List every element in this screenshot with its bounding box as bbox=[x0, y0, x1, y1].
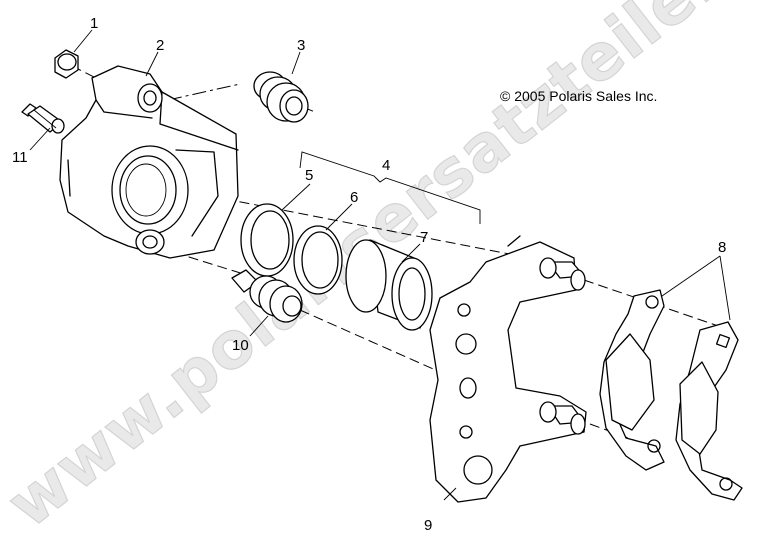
part-10-slide-pin bbox=[231, 269, 303, 323]
callout-7: 7 bbox=[420, 229, 428, 246]
callout-labels: 1 2 3 4 5 6 7 8 9 10 11 bbox=[12, 15, 726, 534]
part-8-brake-pads bbox=[599, 289, 743, 501]
part-11-bleeder-screw bbox=[21, 103, 65, 134]
leader-lines bbox=[29, 29, 731, 501]
callout-9: 9 bbox=[424, 517, 432, 534]
callout-10: 10 bbox=[232, 337, 249, 354]
callout-3: 3 bbox=[297, 37, 305, 54]
callout-4: 4 bbox=[382, 157, 390, 174]
callout-8: 8 bbox=[718, 239, 726, 256]
callout-11: 11 bbox=[12, 149, 28, 166]
part-6-dust-seal bbox=[293, 225, 343, 295]
callout-6: 6 bbox=[350, 189, 358, 206]
part-1-cap bbox=[54, 49, 79, 79]
part-7-piston bbox=[345, 239, 433, 331]
copyright-text: © 2005 Polaris Sales Inc. bbox=[500, 88, 657, 104]
callout-1: 1 bbox=[90, 15, 98, 32]
callout-2: 2 bbox=[156, 37, 164, 54]
callout-5: 5 bbox=[305, 167, 313, 184]
part-9-bracket bbox=[429, 235, 587, 503]
part-5-seal-ring bbox=[240, 203, 294, 277]
part-2-caliper-housing bbox=[59, 65, 239, 259]
part-3-boot bbox=[253, 71, 309, 123]
